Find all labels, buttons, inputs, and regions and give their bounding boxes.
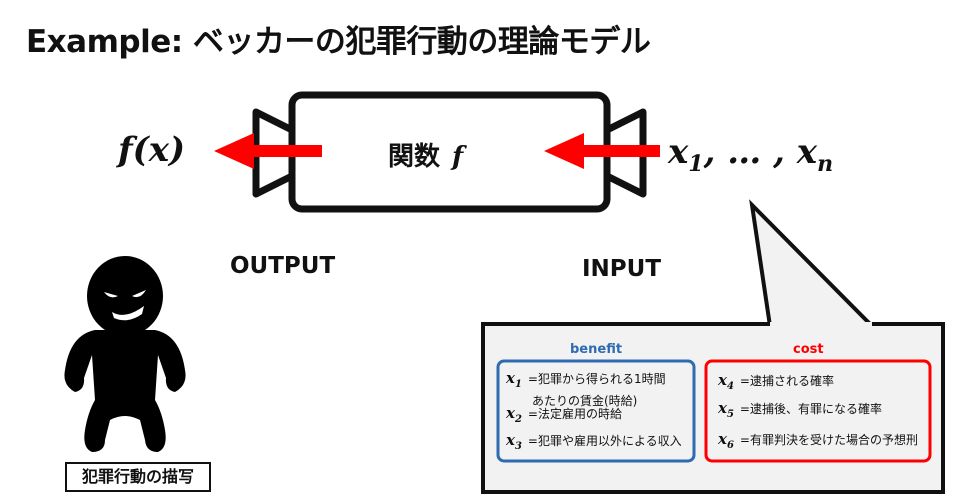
cost-box <box>704 359 932 463</box>
page-title: Example: ベッカーの犯罪行動の理論モデル <box>26 24 651 60</box>
output-expression: f(x) <box>118 130 186 170</box>
cost-item: x4=逮捕される確率 <box>718 371 834 392</box>
input-ellipsis: , … , x <box>703 132 818 172</box>
cost-item: x6=有罪判決を受けた場合の予想刑 <box>718 430 918 451</box>
input-expression: x1, … , xn <box>668 132 833 177</box>
cost-item: x5=逮捕後、有罪になる確率 <box>718 399 882 420</box>
function-name: 関数 <box>388 142 441 172</box>
benefit-item: x1=犯罪から得られる1時間あたりの賃金(時給) <box>506 369 666 408</box>
function-symbol: f <box>452 142 464 172</box>
output-label: OUTPUT <box>230 253 336 279</box>
speech-bubble <box>481 199 945 494</box>
input-label: INPUT <box>582 256 662 282</box>
input-sub-first: 1 <box>688 150 704 177</box>
output-arrow <box>214 133 322 169</box>
benefit-item: x3=犯罪や雇用以外による収入 <box>506 431 682 452</box>
function-label: 関数 f <box>388 136 463 173</box>
input-arrow <box>544 133 660 169</box>
benefit-item: x2=法定雇用の時給 <box>506 404 622 425</box>
cost-title: cost <box>793 342 824 357</box>
input-var: x <box>668 132 689 172</box>
input-sub-last: n <box>817 150 834 177</box>
criminal-character-icon <box>64 256 186 452</box>
benefit-box <box>496 359 696 463</box>
benefit-title: benefit <box>570 342 623 357</box>
character-caption: 犯罪行動の描写 <box>65 462 211 492</box>
